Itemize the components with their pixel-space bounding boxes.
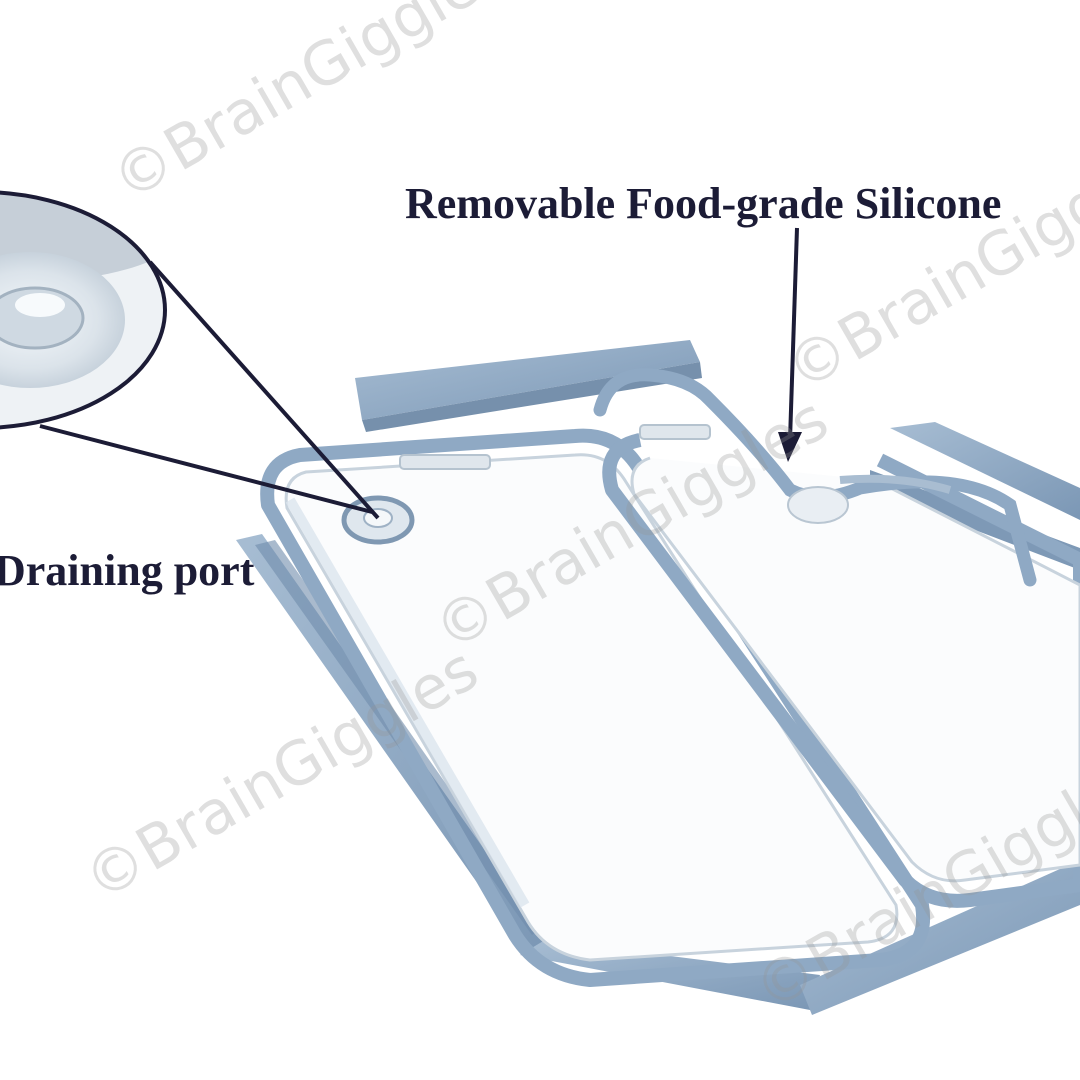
- back-rail: [355, 340, 702, 432]
- right-compartment: [602, 424, 1080, 908]
- zoom-bubble: [0, 190, 380, 520]
- silicone-label: Removable Food-grade Silicone: [405, 179, 1002, 228]
- silicone-arrow: [778, 227, 802, 462]
- draining-port-label: Draining port: [0, 546, 255, 595]
- right-rail: [870, 422, 1080, 570]
- gasket-knob: [787, 486, 849, 524]
